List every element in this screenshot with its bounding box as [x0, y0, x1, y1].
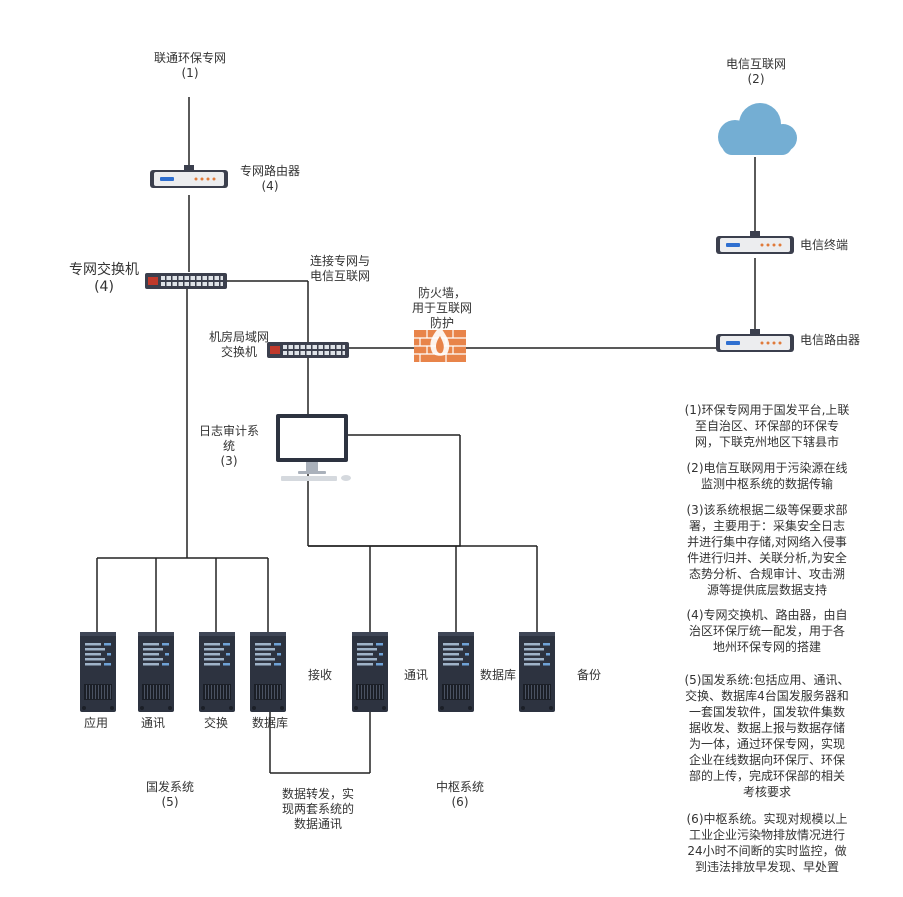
link-networks-line2: 电信互联网 [309, 269, 370, 283]
private-switch-icon [145, 273, 227, 289]
telecom-router-label: 电信路由器 [800, 333, 872, 348]
connection-lines [96, 97, 756, 774]
log-audit-monitor-icon [276, 414, 351, 481]
private-switch-name: 专网交换机 [69, 262, 139, 278]
link-networks-label: 连接专网与 电信互联网 [304, 254, 376, 284]
server-central-comm-icon [438, 632, 474, 712]
server-db-icon [250, 632, 286, 712]
room-switch-line1: 机房局域网 [208, 330, 269, 344]
note-2: (2)电信互联网用于污染源在线监测中枢系统的数据传输 [686, 461, 848, 491]
telecom-internet-label: 电信互联网 (2) [718, 57, 794, 87]
national-system-label: 国发系统 (5) [138, 780, 202, 810]
server-comm-label: 通讯 [140, 716, 165, 730]
unicom-network-name: 联通环保专网 [153, 51, 226, 65]
central-system-label: 中枢系统 (6) [428, 780, 492, 810]
room-switch-icon [267, 342, 349, 358]
server-exchange-icon [199, 632, 235, 712]
note-5: (5)国发系统:包括应用、通讯、交换、数据库4台国发服务器和一套国发软件，国发软… [684, 673, 850, 799]
private-switch-num: (4) [94, 279, 114, 295]
national-system-name: 国发系统 [145, 780, 194, 794]
server-app-label: 应用 [83, 716, 108, 730]
log-audit-num: (3) [220, 454, 238, 468]
cloud-icon [718, 103, 797, 155]
data-forwarding-label: 数据转发，实 现两套系统的 数据通讯 [270, 787, 366, 832]
private-router-icon [150, 165, 228, 188]
server-backup-label: 备份 [576, 668, 601, 682]
server-receive-icon [352, 632, 388, 712]
private-router-label: 专网路由器 (4) [234, 164, 306, 194]
note-3: (3)该系统根据二级等保要求部署，主要用于：采集安全日志并进行集中存储,对网络入… [686, 503, 848, 597]
telecom-terminal-icon [716, 231, 794, 254]
server-central-comm-label: 通讯 [403, 668, 428, 682]
unicom-network-label: 联通环保专网 (1) [148, 51, 232, 81]
firewall-icon [414, 326, 466, 362]
telecom-internet-num: (2) [747, 72, 765, 86]
forwarding-line1: 数据转发，实 [281, 787, 354, 801]
room-switch-line2: 交换机 [220, 345, 257, 359]
central-system-name: 中枢系统 [435, 780, 484, 794]
telecom-router-icon [716, 329, 794, 352]
forwarding-line2: 现两套系统的 [281, 802, 354, 816]
telecom-terminal-name: 电信终端 [800, 238, 849, 252]
firewall-line1: 防火墙， [417, 286, 466, 300]
log-audit-line1: 日志审计系 [198, 424, 259, 438]
server-exchange-label: 交换 [203, 716, 228, 730]
private-router-name: 专网路由器 [239, 164, 300, 178]
private-switch-label: 专网交换机 (4) [64, 262, 144, 296]
private-router-num: (4) [261, 179, 279, 193]
note-1: (1)环保专网用于国发平台,上联至自治区、环保部的环保专网，下联克州地区下辖县市 [684, 403, 850, 449]
log-audit-line2: 统 [222, 439, 235, 453]
firewall-line2: 用于互联网 [411, 301, 472, 315]
server-central-db-label: 数据库 [479, 668, 516, 682]
firewall-label: 防火墙， 用于互联网 防护 [404, 286, 480, 331]
national-system-num: (5) [161, 795, 179, 809]
telecom-router-name: 电信路由器 [800, 333, 861, 347]
note-4: (4)专网交换机、路由器，由自治区环保厅统一配发，用于各地州环保专网的搭建 [686, 608, 848, 654]
forwarding-line3: 数据通讯 [293, 817, 342, 831]
room-switch-label: 机房局域网 交换机 [202, 330, 276, 360]
server-db-label: 数据库 [251, 716, 288, 730]
server-receive-label: 接收 [307, 668, 332, 682]
telecom-terminal-label: 电信终端 [800, 238, 860, 253]
unicom-network-num: (1) [181, 66, 199, 80]
central-system-num: (6) [451, 795, 469, 809]
log-audit-label: 日志审计系 统 (3) [192, 424, 266, 469]
firewall-line3: 防护 [429, 316, 454, 330]
server-app-icon [80, 632, 116, 712]
server-comm-icon [138, 632, 174, 712]
link-networks-line1: 连接专网与 [309, 254, 370, 268]
telecom-internet-name: 电信互联网 [725, 57, 786, 71]
server-central-db-icon [519, 632, 555, 712]
